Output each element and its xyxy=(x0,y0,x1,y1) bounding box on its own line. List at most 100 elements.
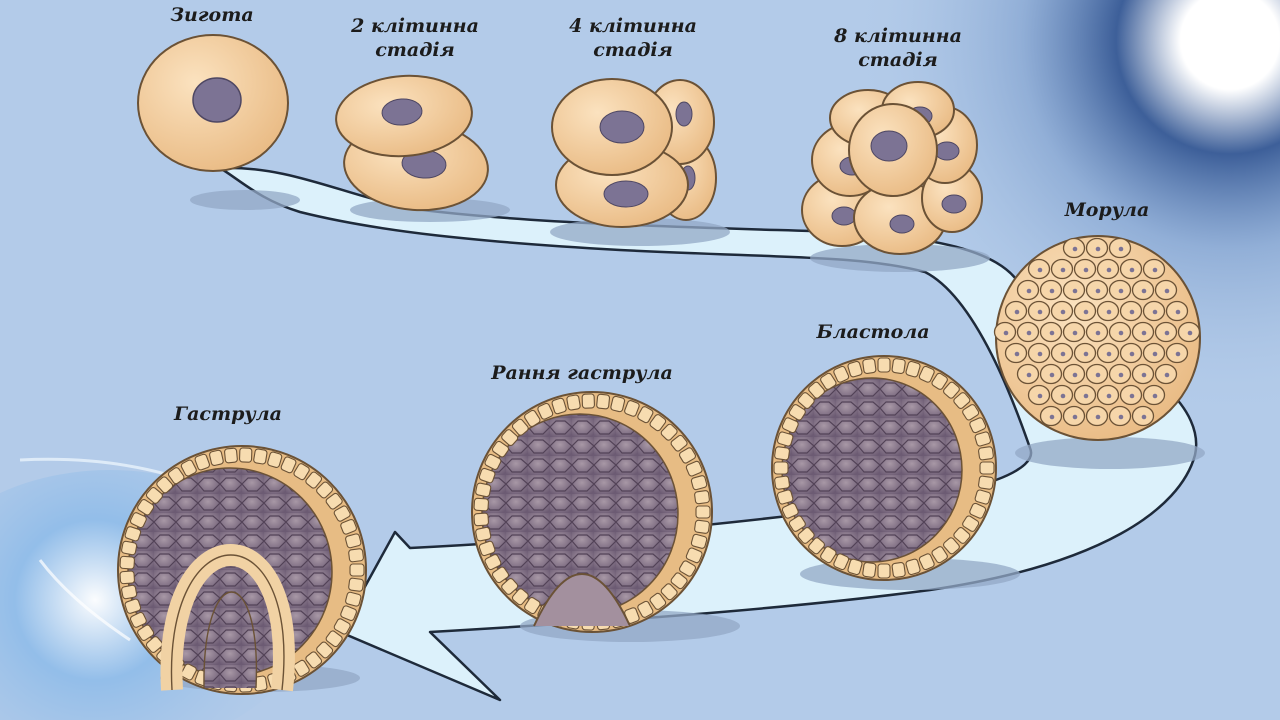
wall-cell xyxy=(649,414,667,432)
two-cell-stage xyxy=(335,74,489,212)
wall-cell xyxy=(473,497,489,512)
wall-cell xyxy=(670,572,688,590)
wall-cell xyxy=(862,358,877,374)
wall-cell xyxy=(974,489,992,505)
nucleus xyxy=(1129,267,1135,273)
nucleus xyxy=(1049,414,1055,420)
wall-cell xyxy=(931,372,948,390)
nucleus xyxy=(1152,309,1158,315)
wall-cell xyxy=(670,434,688,452)
wall-cell xyxy=(979,461,995,475)
nucleus xyxy=(870,130,908,162)
wall-cell xyxy=(774,475,790,490)
nucleus xyxy=(1118,288,1124,294)
nucleus xyxy=(1129,351,1135,357)
wall-cell xyxy=(969,502,987,519)
wall-cell xyxy=(145,487,163,504)
wall-cell xyxy=(491,440,510,458)
stage-label-line: 8 клітинна xyxy=(834,25,962,47)
stage-label-line: Зигота xyxy=(170,4,254,26)
wall-cell xyxy=(121,540,138,556)
wall-cell xyxy=(473,512,489,527)
wall-cell xyxy=(776,431,794,447)
wall-cell xyxy=(333,618,351,635)
wall-cell xyxy=(649,592,667,610)
cell-shadow xyxy=(1015,437,1205,469)
nucleus xyxy=(1175,351,1181,357)
wall-cell xyxy=(305,471,323,489)
wall-cell xyxy=(637,600,654,618)
eight-cell-stage xyxy=(801,81,983,255)
nucleus xyxy=(1060,351,1066,357)
wall-cell xyxy=(280,456,297,474)
wall-cell xyxy=(129,512,147,529)
wall-cell xyxy=(808,381,825,399)
wall-cell xyxy=(349,563,365,577)
wall-cell xyxy=(776,489,794,505)
stage-label-line: Морула xyxy=(1064,199,1150,221)
wall-cell xyxy=(145,636,163,653)
wall-cell xyxy=(685,460,703,477)
wall-cell xyxy=(847,558,863,576)
wall-cell xyxy=(293,659,310,677)
nucleus xyxy=(1072,372,1078,378)
wall-cell xyxy=(581,393,595,409)
stage-label-early-gastrula: Рання гаструла xyxy=(482,361,682,385)
nucleus xyxy=(1141,288,1147,294)
wall-cell xyxy=(847,360,863,378)
nucleus xyxy=(603,180,649,208)
stage-label-line: Бластола xyxy=(816,321,930,343)
nucleus xyxy=(1026,330,1032,336)
hollow-embryos xyxy=(117,355,997,695)
nucleus xyxy=(1037,351,1043,357)
nucleus xyxy=(1049,372,1055,378)
wall-cell xyxy=(891,562,906,578)
wall-cell xyxy=(918,553,935,571)
nucleus xyxy=(1118,414,1124,420)
wall-cell xyxy=(524,597,541,615)
wall-cell xyxy=(685,547,703,564)
wall-cell xyxy=(484,453,502,470)
cell-shadow xyxy=(190,190,300,210)
wall-cell xyxy=(345,533,362,549)
wall-cell xyxy=(637,406,654,424)
early-gastrula xyxy=(471,391,713,633)
wall-cell xyxy=(180,459,197,477)
zygote-cell xyxy=(137,34,289,172)
wall-cell xyxy=(953,392,971,409)
background-swirl-line xyxy=(38,559,131,642)
wall-cell xyxy=(566,394,581,411)
stage-label-blastula: Бластола xyxy=(803,320,943,344)
archenteron xyxy=(203,591,258,689)
nucleus xyxy=(1106,393,1112,399)
wall-cell xyxy=(224,447,238,464)
wall-cell xyxy=(773,461,789,475)
wall-cell xyxy=(660,583,678,601)
nucleus xyxy=(1060,267,1066,273)
archenteron-outline xyxy=(170,554,285,691)
wall-cell xyxy=(253,448,268,465)
nucleus xyxy=(1106,267,1112,273)
wall-cell xyxy=(962,515,980,532)
nucleus xyxy=(1014,351,1020,357)
wall-cell xyxy=(905,558,921,576)
stage-label-line: Рання гаструла xyxy=(491,362,673,384)
wall-cell xyxy=(194,453,211,471)
nucleus xyxy=(1141,372,1147,378)
nucleus xyxy=(1072,330,1078,336)
nucleus xyxy=(1072,414,1078,420)
nucleus xyxy=(941,194,967,214)
morula xyxy=(993,235,1201,441)
wall-cell xyxy=(781,502,799,519)
invagination xyxy=(533,573,631,627)
nucleus xyxy=(1141,330,1147,336)
wall-cell xyxy=(624,400,640,417)
nucleus xyxy=(1072,288,1078,294)
wall-cell xyxy=(316,481,334,499)
wall-cell xyxy=(690,475,708,491)
stage-label-zygote: Зигота xyxy=(152,3,272,27)
wall-cell xyxy=(348,548,364,563)
nucleus xyxy=(1118,330,1124,336)
